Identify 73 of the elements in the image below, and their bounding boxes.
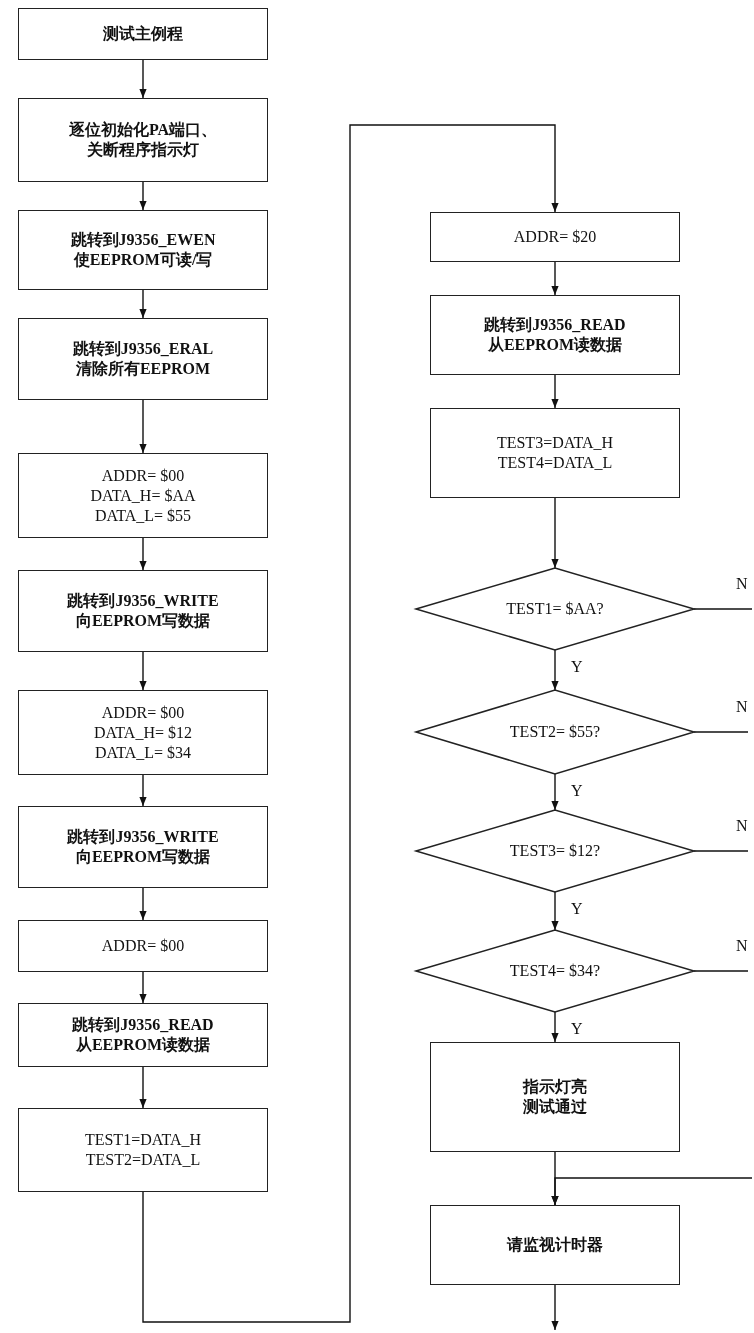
step-text: DATA_H= $12: [94, 722, 192, 743]
connector-arrow: [551, 1284, 559, 1331]
step-text: TEST2=DATA_L: [85, 1150, 201, 1170]
connector-arrow: [551, 1177, 753, 1206]
connector-arrow: [551, 773, 559, 811]
decision-diamond: [416, 930, 694, 1012]
process-box: [430, 212, 680, 262]
step-text: DATA_L= $55: [94, 505, 192, 526]
connector-arrow: [551, 374, 559, 409]
connector-arrow: [139, 774, 147, 807]
connector-arrow: [551, 649, 559, 691]
step-text: 跳转到J9356_WRITE: [67, 591, 219, 611]
step-text: 逐位初始化PA端口、关断程序指示灯: [68, 120, 218, 160]
decision-text: TEST4= $34?: [509, 961, 601, 981]
connector-arrow: [139, 289, 147, 319]
decision-text: TEST1= $AA?: [506, 599, 604, 619]
step-text: TEST3=DATA_H: [496, 433, 614, 453]
connector-arrow: [551, 261, 559, 296]
step-text: 从EEPROM读数据: [75, 1035, 211, 1055]
step-text: 清除所有EEPROM: [75, 359, 211, 379]
process-box: [18, 98, 268, 182]
connector-arrow: [139, 181, 147, 211]
connector-arrow: [139, 537, 147, 571]
decision-diamond: [416, 568, 694, 650]
step-text: DATA_H= $AA: [90, 485, 196, 506]
step-text: ADDR= $00: [101, 936, 185, 956]
process-box: [430, 408, 680, 498]
process-box: [18, 1003, 268, 1067]
decision-text: TEST3= $12?: [509, 841, 601, 861]
step-text: 从EEPROM读数据: [487, 335, 623, 355]
step-text: 跳转到J9356_EWEN: [70, 230, 216, 250]
connector-arrow: [551, 497, 559, 569]
connector-arrow: [139, 971, 147, 1004]
process-box: [18, 453, 268, 538]
connector-arrow: [551, 891, 559, 931]
step-text: 请监视计时器: [507, 1235, 603, 1255]
step-text: ADDR= $00: [101, 465, 185, 486]
process-box: [18, 8, 268, 60]
step-text: 测试通过: [523, 1097, 587, 1117]
step-text: 使EEPROM可读/写: [73, 250, 213, 270]
process-box: [18, 1108, 268, 1192]
step-text: TEST4=DATA_L: [497, 453, 613, 473]
process-box: [18, 806, 268, 888]
decision-text: TEST2= $55?: [509, 722, 601, 742]
process-box: [18, 690, 268, 775]
process-box: [18, 570, 268, 652]
connector-arrow: [551, 1011, 559, 1043]
process-box: [430, 1042, 680, 1152]
connector-arrow: [139, 399, 147, 454]
connector-arrow: [139, 1066, 147, 1109]
step-text: TEST1=DATA_H: [84, 1130, 202, 1150]
step-text: DATA_L= $34: [94, 742, 192, 763]
step-text: 指示灯亮: [523, 1077, 587, 1097]
step-text: ADDR= $20: [513, 227, 597, 247]
step-text: 跳转到J9356_READ: [72, 1015, 214, 1035]
decision-diamond: [416, 810, 694, 892]
step-text: 跳转到J9356_ERAL: [72, 339, 214, 359]
connector-arrow: [139, 651, 147, 691]
process-box: [18, 920, 268, 972]
step-text: 向EEPROM写数据: [75, 847, 211, 867]
process-box: [430, 1205, 680, 1285]
step-text: 向EEPROM写数据: [75, 611, 211, 631]
decision-diamond: [416, 690, 694, 774]
connector-arrow: [142, 124, 559, 1323]
step-text: 测试主例程: [103, 24, 183, 44]
process-box: [18, 318, 268, 400]
step-text: 跳转到J9356_READ: [484, 315, 626, 335]
step-text: 跳转到J9356_WRITE: [67, 827, 219, 847]
process-box: [18, 210, 268, 290]
step-text: ADDR= $00: [101, 702, 185, 723]
connector-arrow: [139, 887, 147, 921]
connector-arrow: [139, 59, 147, 99]
process-box: [430, 295, 680, 375]
